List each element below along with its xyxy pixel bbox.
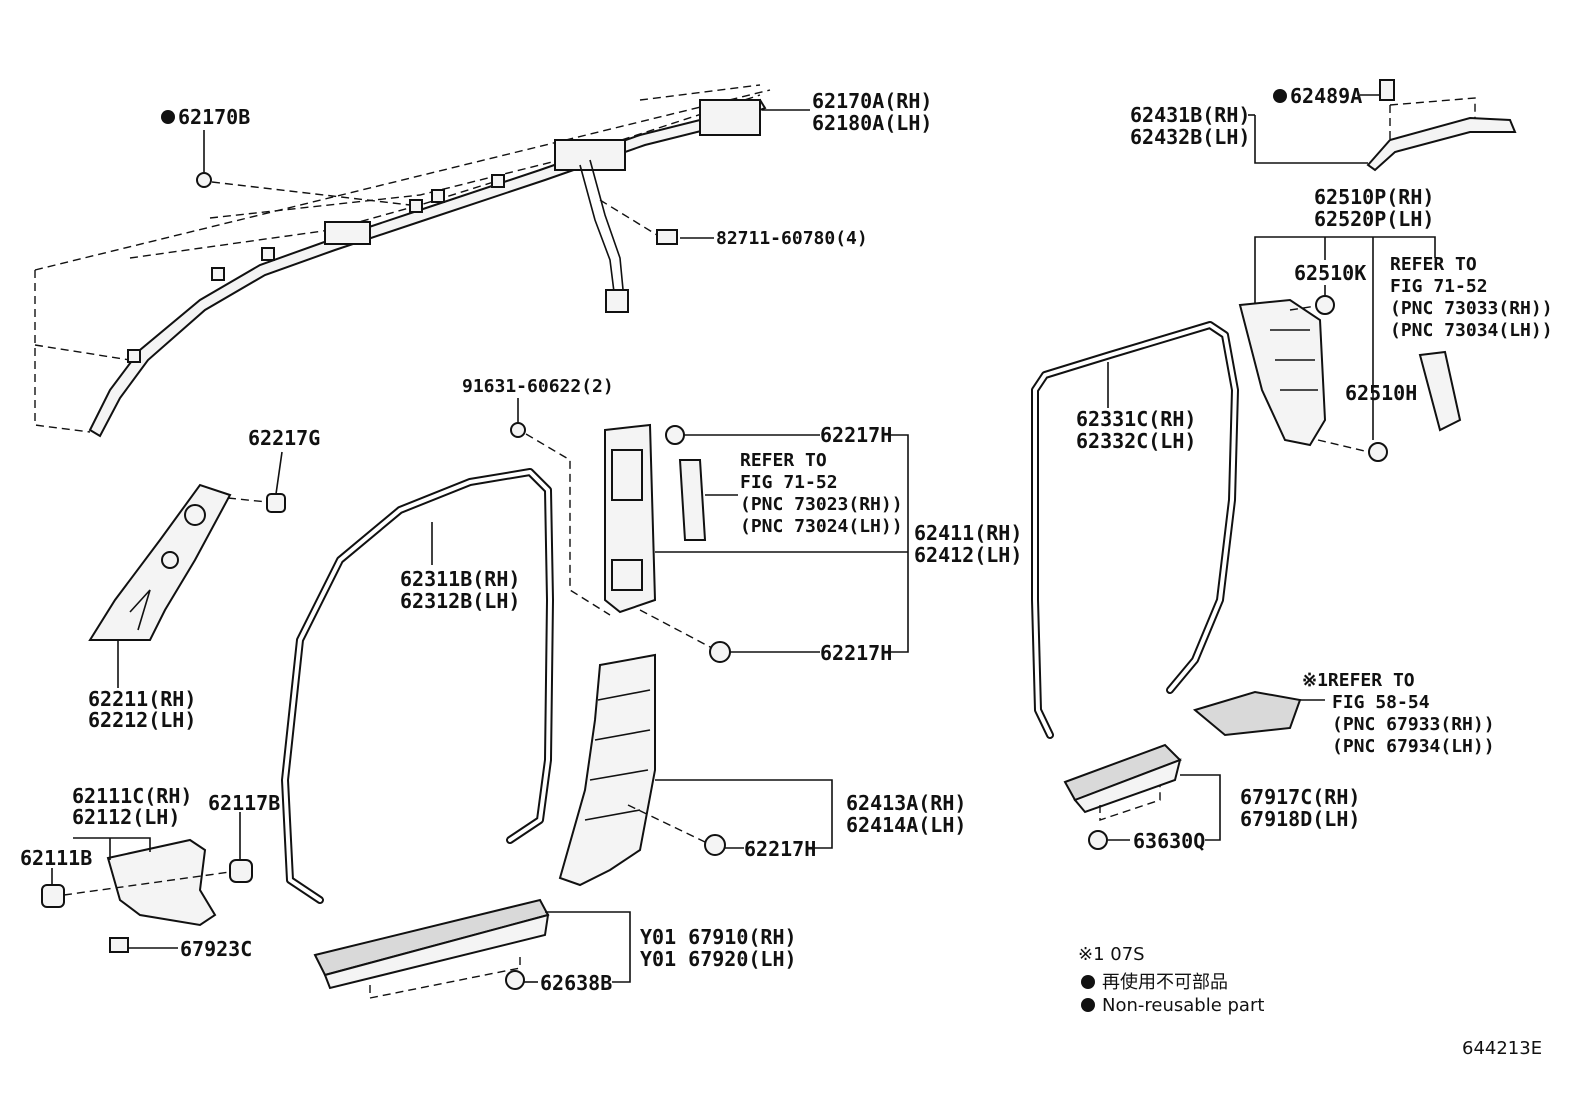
legend-footnote: ※1 07S bbox=[1078, 944, 1145, 965]
label-62520p-lh: 62520P(LH) bbox=[1314, 207, 1434, 231]
label-refer-a-4: (PNC 73024(LH)) bbox=[740, 516, 903, 537]
label-62312b-lh: 62312B(LH) bbox=[400, 589, 520, 613]
clip-62111b-icon bbox=[41, 884, 65, 908]
legend-non-reusable-jp: 再使用不可部品 bbox=[1102, 972, 1228, 993]
front-door-weatherstrip bbox=[281, 398, 611, 904]
label-refer-b-2: FIG 71-52 bbox=[1390, 276, 1488, 297]
clip-62117b-icon bbox=[229, 859, 253, 883]
rear-scuff-plate bbox=[1063, 743, 1221, 850]
clip-62170b-icon bbox=[196, 172, 212, 188]
label-62180a-lh: 62180A(LH) bbox=[812, 111, 932, 135]
label-refer-c-2: FIG 58-54 bbox=[1332, 692, 1430, 713]
b-pillar-upper-garnish bbox=[604, 423, 909, 663]
label-62212-lh: 62212(LH) bbox=[88, 708, 196, 732]
clip-62510h-icon bbox=[1368, 442, 1388, 462]
label-refer-a-2: FIG 71-52 bbox=[740, 472, 838, 493]
label-62510p-rh: 62510P(RH) bbox=[1314, 185, 1434, 209]
label-62111c-rh: 62111C(RH) bbox=[72, 784, 192, 808]
label-63630q: 63630Q bbox=[1133, 829, 1205, 853]
label-62311b-rh: 62311B(RH) bbox=[400, 567, 520, 591]
clip-62638b-icon bbox=[505, 970, 525, 990]
clip-62489a-icon bbox=[1379, 79, 1395, 101]
clip-63630q-icon bbox=[1088, 830, 1108, 850]
legend-non-reusable-en: Non-reusable part bbox=[1102, 995, 1264, 1016]
label-67923c: 67923C bbox=[180, 937, 252, 961]
roof-airbag-assembly bbox=[34, 84, 810, 438]
b-pillar-lower-garnish bbox=[558, 653, 833, 887]
clip-62217h-top-icon bbox=[665, 425, 685, 445]
label-62332c-lh: 62332C(LH) bbox=[1076, 429, 1196, 453]
label-refer-c-1: ※1REFER TO bbox=[1302, 670, 1415, 691]
label-62170b: 62170B bbox=[178, 105, 250, 129]
label-67917c-rh: 67917C(RH) bbox=[1240, 785, 1360, 809]
label-62217h-mid: 62217H bbox=[820, 641, 892, 665]
label-62432b-lh: 62432B(LH) bbox=[1130, 125, 1250, 149]
label-refer-b-4: (PNC 73034(LH)) bbox=[1390, 320, 1553, 341]
clip-62217h-mid-icon bbox=[709, 641, 731, 663]
label-62111b: 62111B bbox=[20, 846, 92, 870]
bolt-91631-icon bbox=[510, 422, 526, 438]
label-62170a-rh: 62170A(RH) bbox=[812, 89, 932, 113]
label-refer-a-1: REFER TO bbox=[740, 450, 827, 471]
label-62217g: 62217G bbox=[248, 426, 320, 450]
label-62431b-rh: 62431B(RH) bbox=[1130, 103, 1250, 127]
label-67918d-lh: 67918D(LH) bbox=[1240, 807, 1360, 831]
label-62112-lh: 62112(LH) bbox=[72, 805, 180, 829]
rear-door-weatherstrip bbox=[1031, 321, 1239, 739]
label-62638b: 62638B bbox=[540, 971, 612, 995]
label-67920-lh: Y01 67920(LH) bbox=[640, 947, 797, 971]
label-refer-a-3: (PNC 73023(RH)) bbox=[740, 494, 903, 515]
clip-82711-icon bbox=[656, 229, 678, 245]
cowl-side-trim bbox=[41, 812, 253, 953]
figure-id: 644213E bbox=[1462, 1038, 1542, 1059]
label-refer-b-3: (PNC 73033(RH)) bbox=[1390, 298, 1553, 319]
label-62414a-lh: 62414A(LH) bbox=[846, 813, 966, 837]
clip-67923c-icon bbox=[109, 937, 129, 953]
label-refer-b-1: REFER TO bbox=[1390, 254, 1477, 275]
a-pillar-garnish bbox=[88, 451, 286, 688]
label-67910-rh: Y01 67910(RH) bbox=[640, 925, 797, 949]
c-pillar-garnish bbox=[1238, 236, 1462, 462]
label-refer-c-4: (PNC 67934(LH)) bbox=[1332, 736, 1495, 757]
label-62489a: 62489A bbox=[1290, 84, 1362, 108]
label-62510k: 62510K bbox=[1294, 261, 1366, 285]
label-62211-rh: 62211(RH) bbox=[88, 687, 196, 711]
roof-trim-rear bbox=[1248, 79, 1517, 172]
clip-62510k-icon bbox=[1315, 295, 1335, 315]
label-62217h-top: 62217H bbox=[820, 423, 892, 447]
label-62411-rh: 62411(RH) bbox=[914, 521, 1022, 545]
clip-62217h-bot-icon bbox=[704, 834, 726, 856]
label-82711: 82711-60780(4) bbox=[716, 228, 868, 249]
label-62412-lh: 62412(LH) bbox=[914, 543, 1022, 567]
label-62117b: 62117B bbox=[208, 791, 280, 815]
front-scuff-plate bbox=[313, 898, 631, 999]
label-91631: 91631-60622(2) bbox=[462, 376, 614, 397]
label-62510h: 62510H bbox=[1345, 381, 1417, 405]
label-62217h-bot: 62217H bbox=[744, 837, 816, 861]
rear-step-cover bbox=[1192, 690, 1325, 737]
label-refer-c-3: (PNC 67933(RH)) bbox=[1332, 714, 1495, 735]
label-62413a-rh: 62413A(RH) bbox=[846, 791, 966, 815]
clip-62217g-icon bbox=[266, 493, 286, 513]
label-62331c-rh: 62331C(RH) bbox=[1076, 407, 1196, 431]
